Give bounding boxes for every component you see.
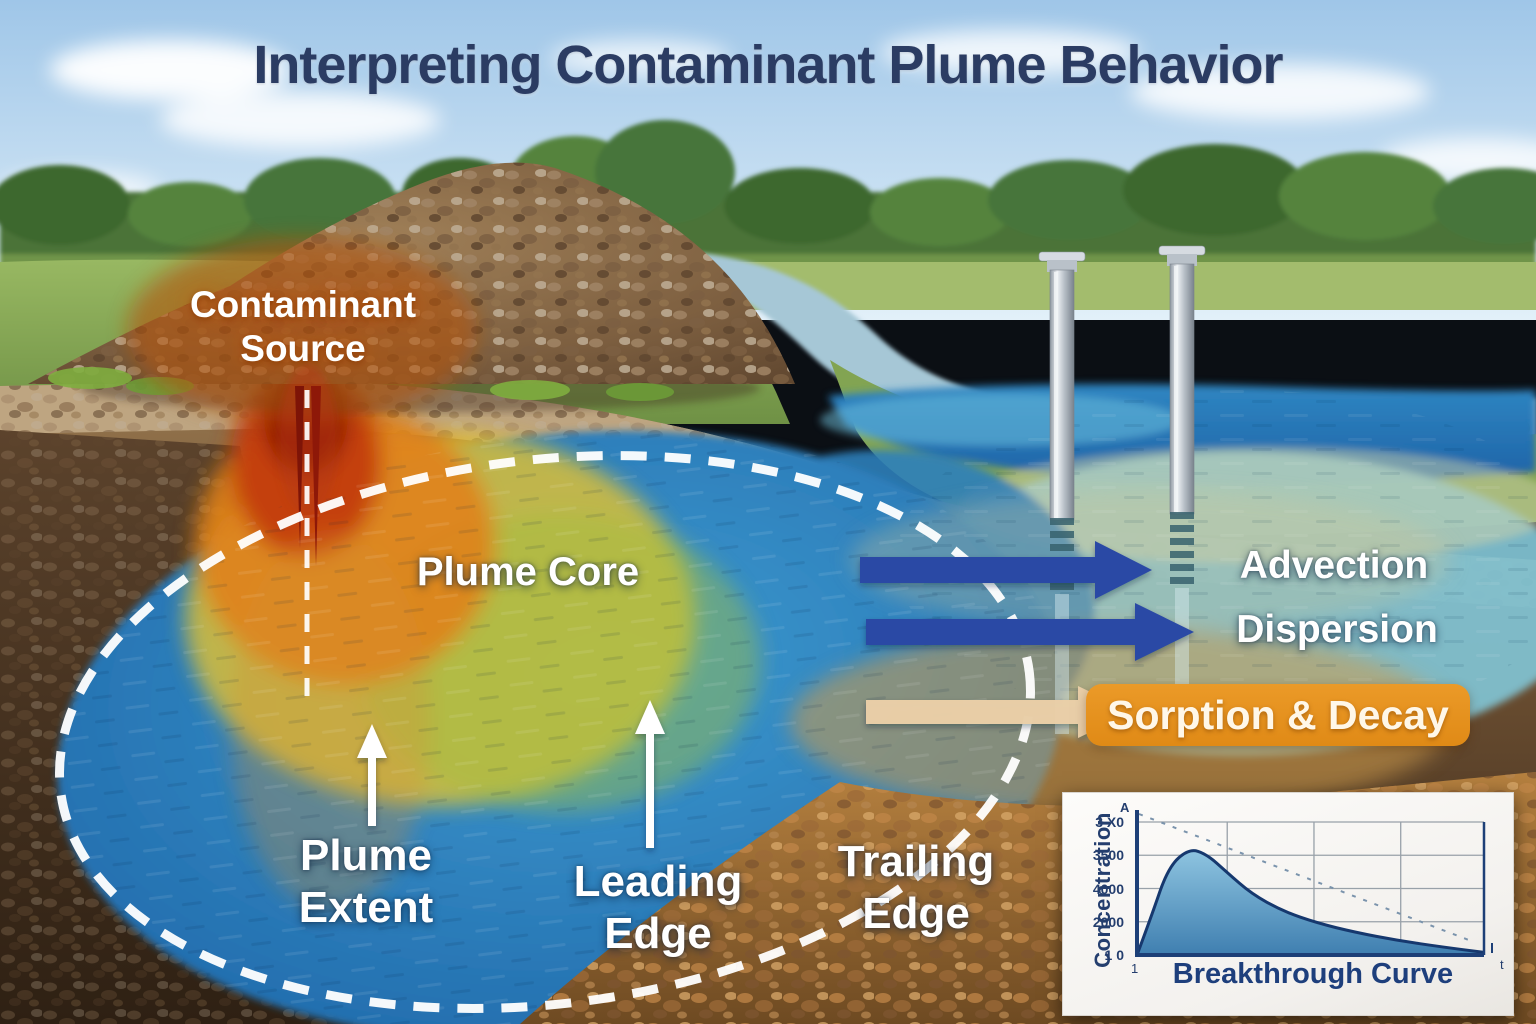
- plume-extent-dashed-outline: [55, 451, 1035, 1013]
- advection-label: Advection: [1239, 544, 1429, 587]
- advection-arrow: [860, 541, 1152, 599]
- source-label-glow: [127, 238, 477, 422]
- y-tick-label: 2000: [1092, 913, 1124, 930]
- sorption-decay-label: Sorption & Decay: [1107, 691, 1449, 738]
- plume-extent-arrow: [357, 724, 387, 826]
- y-axis-top-mark: A: [1120, 800, 1130, 815]
- dispersion-arrow: [866, 603, 1194, 661]
- trailing-edge-label: Trailing Edge: [837, 837, 995, 938]
- chart-y-ticks: 3 X0 3500 4000 2000 1 0: [1062, 792, 1128, 1016]
- page-title: Interpreting Contaminant Plume Behavior: [253, 35, 1283, 95]
- sorption-arrow: [866, 686, 1132, 738]
- sorption-decay-badge: Sorption & Decay: [1086, 684, 1470, 746]
- x-tick-label: 1: [1131, 961, 1139, 976]
- leading-edge-label: Leading Edge: [573, 857, 743, 958]
- plume-extent-label: Plume Extent: [298, 831, 434, 932]
- contaminant-source-label: Contaminant Source: [189, 284, 417, 369]
- leading-edge-arrow: [635, 700, 665, 848]
- y-tick-label: 3500: [1092, 847, 1124, 864]
- chart-title: Breakthrough Curve: [1172, 958, 1454, 990]
- y-tick-label: 4000: [1092, 880, 1124, 897]
- breakthrough-curve-plot: [1135, 810, 1493, 957]
- y-tick-label: 1 0: [1104, 947, 1124, 963]
- plume-core-label: Plume Core: [416, 550, 640, 594]
- x-tick-label: t: [1500, 957, 1504, 972]
- y-tick-label: 3 X0: [1095, 814, 1124, 830]
- source-spike-marker: [278, 365, 338, 705]
- dispersion-label: Dispersion: [1236, 608, 1438, 651]
